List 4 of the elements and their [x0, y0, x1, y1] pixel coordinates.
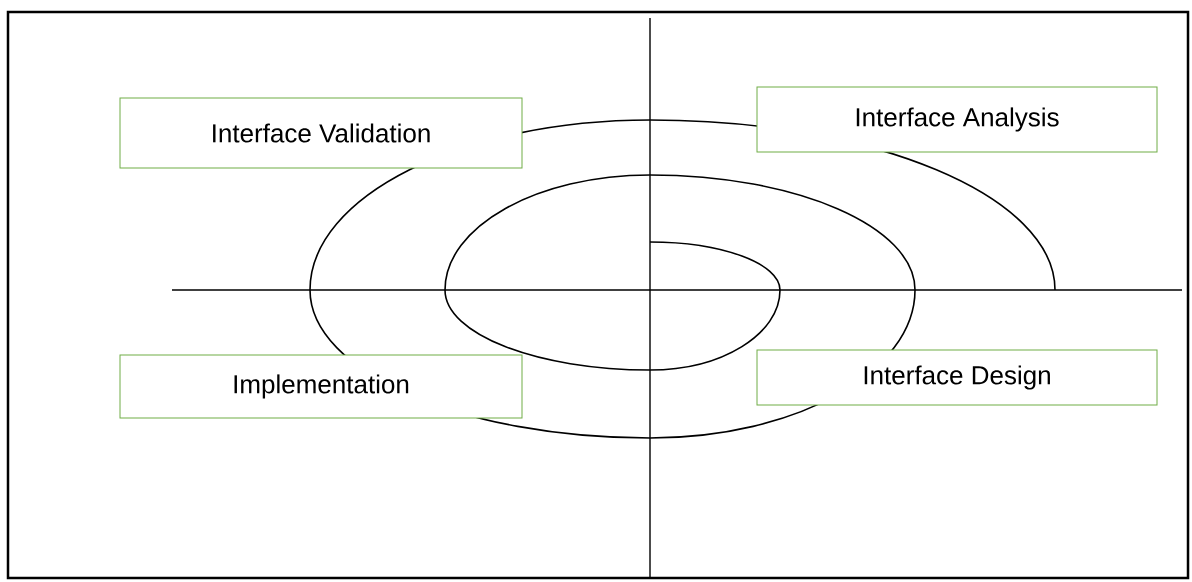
- phase-box: Interface Validation: [119, 97, 523, 169]
- phase-box: Interface Analysis: [756, 86, 1158, 153]
- phase-box: Interface Design: [756, 349, 1158, 406]
- phase-box: Implementation: [119, 354, 523, 419]
